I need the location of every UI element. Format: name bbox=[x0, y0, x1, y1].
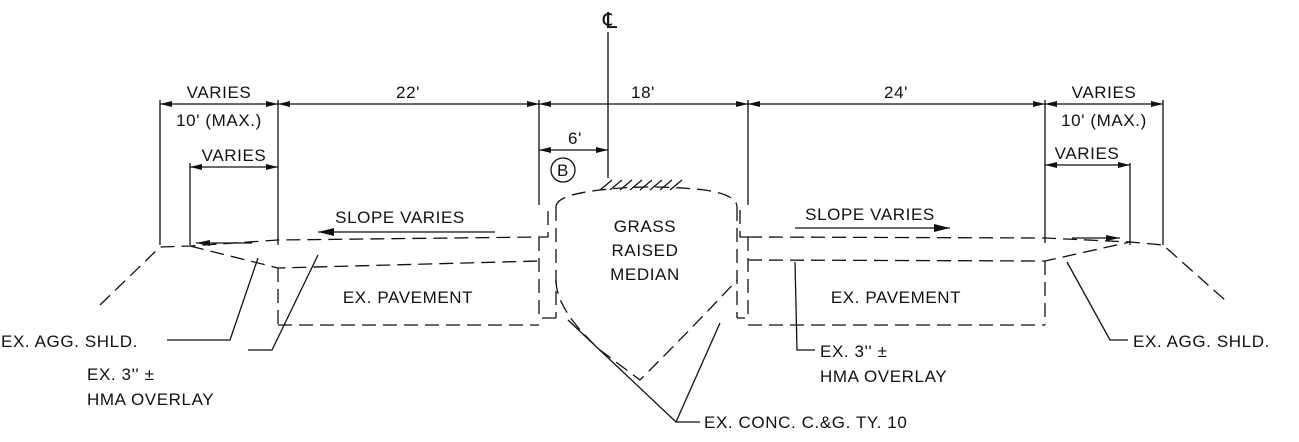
left-max-label: 10' (MAX.) bbox=[176, 111, 262, 130]
right-shoulder-slope-arrow bbox=[1072, 235, 1120, 241]
top-dimension-line bbox=[160, 101, 1163, 107]
median-width-dim: 18' bbox=[631, 83, 655, 102]
right-pavement-dim: 24' bbox=[884, 83, 908, 102]
right-overlay-label-1: EX. 3'' ± bbox=[820, 342, 888, 361]
right-max-label: 10' (MAX.) bbox=[1061, 111, 1147, 130]
right-varies-label: VARIES bbox=[1072, 83, 1137, 102]
median-label-3: MEDIAN bbox=[610, 265, 680, 284]
left-slope-label: SLOPE VARIES bbox=[335, 208, 465, 227]
extension-lines bbox=[159, 100, 1164, 245]
left-overlay-label-2: HMA OVERLAY bbox=[87, 390, 214, 409]
right-overlay-label-2: HMA OVERLAY bbox=[820, 367, 947, 386]
right-shoulder-varies: VARIES bbox=[1055, 144, 1120, 163]
left-roadway-section bbox=[99, 236, 540, 326]
curb-gutter-label: EX. CONC. C.&G. TY. 10 bbox=[704, 413, 907, 432]
left-pavement-label: EX. PAVEMENT bbox=[343, 288, 473, 307]
centerline-symbol: ℄ bbox=[602, 8, 618, 33]
leader-lines bbox=[167, 254, 1128, 423]
right-slope-label: SLOPE VARIES bbox=[805, 205, 935, 224]
left-agg-shoulder-label: EX. AGG. SHLD. bbox=[1, 332, 138, 351]
right-roadway-section bbox=[747, 236, 1226, 326]
right-shoulder-dimension bbox=[1045, 162, 1130, 168]
grass-hatch bbox=[599, 179, 683, 191]
left-varies-label: VARIES bbox=[187, 83, 252, 102]
callout-marker: B bbox=[557, 161, 569, 180]
median-label-1: GRASS bbox=[614, 217, 677, 236]
left-overlay-label-1: EX. 3'' ± bbox=[87, 365, 155, 384]
right-agg-shoulder-label: EX. AGG. SHLD. bbox=[1133, 332, 1270, 351]
left-slope-arrow bbox=[318, 228, 495, 236]
left-shoulder-varies: VARIES bbox=[202, 146, 267, 165]
median-label-2: RAISED bbox=[612, 241, 679, 260]
left-curb-gutter bbox=[538, 205, 556, 319]
median-half-dimension bbox=[539, 147, 608, 153]
left-shoulder-dimension bbox=[190, 164, 278, 170]
left-pavement-dim: 22' bbox=[396, 83, 420, 102]
median-half-dim: 6' bbox=[568, 129, 582, 148]
right-curb-gutter bbox=[737, 205, 749, 319]
median-island bbox=[555, 186, 738, 381]
right-pavement-label: EX. PAVEMENT bbox=[831, 288, 961, 307]
right-slope-arrow bbox=[795, 224, 950, 232]
callout-circle bbox=[550, 157, 576, 183]
